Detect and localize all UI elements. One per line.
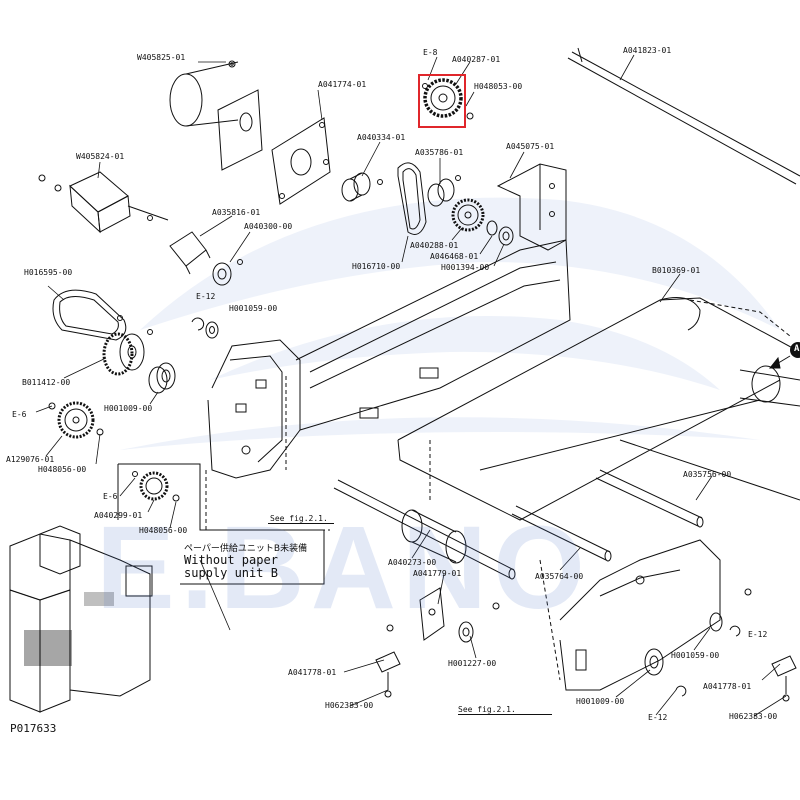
part-label: H062383-00 [729, 712, 778, 721]
gear-a040288 [451, 198, 485, 232]
part-label: A040334-01 [357, 133, 406, 142]
roller-a040273 [333, 479, 516, 580]
gear-a129076 [48, 401, 104, 439]
document-id: P017633 [10, 722, 57, 735]
motor-w405824 [38, 171, 169, 234]
note-japanese: ペーパー供給ユニットB未装備 [184, 544, 308, 554]
part-label: A040287-01 [452, 55, 501, 64]
part-label: E-6 [12, 410, 27, 419]
side-frame-right [559, 539, 752, 691]
part-label: A041823-01 [623, 46, 672, 55]
frame-arm [295, 239, 571, 431]
figure-ref-underline [268, 523, 334, 524]
part-label: H048056-00 [139, 526, 188, 535]
bracket-a045075 [496, 163, 567, 251]
belt-h016710 [397, 162, 427, 235]
part-label: H016710-00 [352, 262, 401, 271]
part-label: W405824-01 [76, 152, 125, 161]
note-box [117, 463, 325, 585]
highlight-box [418, 74, 466, 128]
bracket-a035816 [169, 231, 211, 275]
motor-w405825 [169, 60, 263, 171]
pulley-a035786 [427, 175, 461, 207]
roller-a035764 [511, 505, 612, 562]
callout-a-arrow [768, 355, 791, 369]
figure-ref: See fig.2.1. [458, 705, 516, 714]
bracket-a041779 [419, 587, 500, 641]
note-line-1: Without paper [184, 553, 278, 567]
part-label: E-12 [196, 292, 216, 301]
bearing-h001009-left [148, 362, 176, 394]
part-label: A040299-01 [94, 511, 143, 520]
part-label: A046468-01 [430, 252, 479, 261]
clip-e12-left [191, 317, 219, 339]
gear-b011412 [102, 315, 153, 376]
part-label: A041774-01 [318, 80, 367, 89]
figure-ref-underline [458, 714, 552, 715]
part-label: H062383-00 [325, 701, 374, 710]
part-label: A129076-01 [6, 455, 55, 464]
part-label: H016595-00 [24, 268, 73, 277]
part-label: A035786-01 [415, 148, 464, 157]
roller-a035756 [595, 469, 704, 528]
part-label: H048053-00 [474, 82, 523, 91]
pulley-a040334 [341, 172, 383, 202]
belt-h016595 [52, 289, 127, 341]
part-label: A040300-00 [244, 222, 293, 231]
callout-a-marker [790, 342, 800, 358]
part-label: E-12 [648, 713, 668, 722]
shaft-a041823 [567, 47, 800, 185]
part-label: H001009-00 [576, 697, 625, 706]
part-label: A040288-01 [410, 241, 459, 250]
part-label: H001009-00 [104, 404, 153, 413]
bearing-a046468 [486, 220, 514, 246]
printer-thumbnail [9, 525, 153, 713]
paper-guide-plate [397, 297, 800, 521]
part-label: A035816-01 [212, 208, 261, 217]
gear-a040287 [422, 78, 474, 120]
note-line-2: supply unit B [184, 566, 278, 580]
part-label: H048056-00 [38, 465, 87, 474]
part-label: A041778-01 [288, 668, 337, 677]
part-label: B010369-01 [652, 266, 701, 275]
bearing-h001227 [458, 621, 474, 643]
callout-letter: A [794, 344, 800, 354]
bracket-a041778-right [771, 655, 797, 702]
part-label: H001059-00 [229, 304, 278, 313]
pulley-a040300 [212, 259, 243, 286]
bracket-a041774 [271, 117, 331, 205]
part-label: H001059-00 [671, 651, 720, 660]
part-label: A035764-00 [535, 572, 584, 581]
part-label: H001394-00 [441, 263, 490, 272]
leader-lines [35, 54, 787, 717]
part-label: H001227-00 [448, 659, 497, 668]
part-label: A035756-00 [683, 470, 732, 479]
part-label: A041778-01 [703, 682, 752, 691]
part-label: A040273-00 [388, 558, 437, 567]
part-label: E-6 [103, 492, 118, 501]
gear-a040299 [132, 471, 180, 502]
watermark-text: E.BANO [96, 502, 591, 634]
part-label: W405825-01 [137, 53, 186, 62]
bracket-a041778-left [375, 624, 401, 698]
part-label: E-12 [748, 630, 768, 639]
part-label: E-8 [423, 48, 438, 57]
figure-ref: See fig.2.1. [270, 514, 328, 523]
part-label: A045075-01 [506, 142, 555, 151]
watermark-wave [120, 197, 780, 450]
bearing-h001009-right [644, 612, 741, 697]
part-label: B011412-00 [22, 378, 71, 387]
part-label: A041779-01 [413, 569, 462, 578]
